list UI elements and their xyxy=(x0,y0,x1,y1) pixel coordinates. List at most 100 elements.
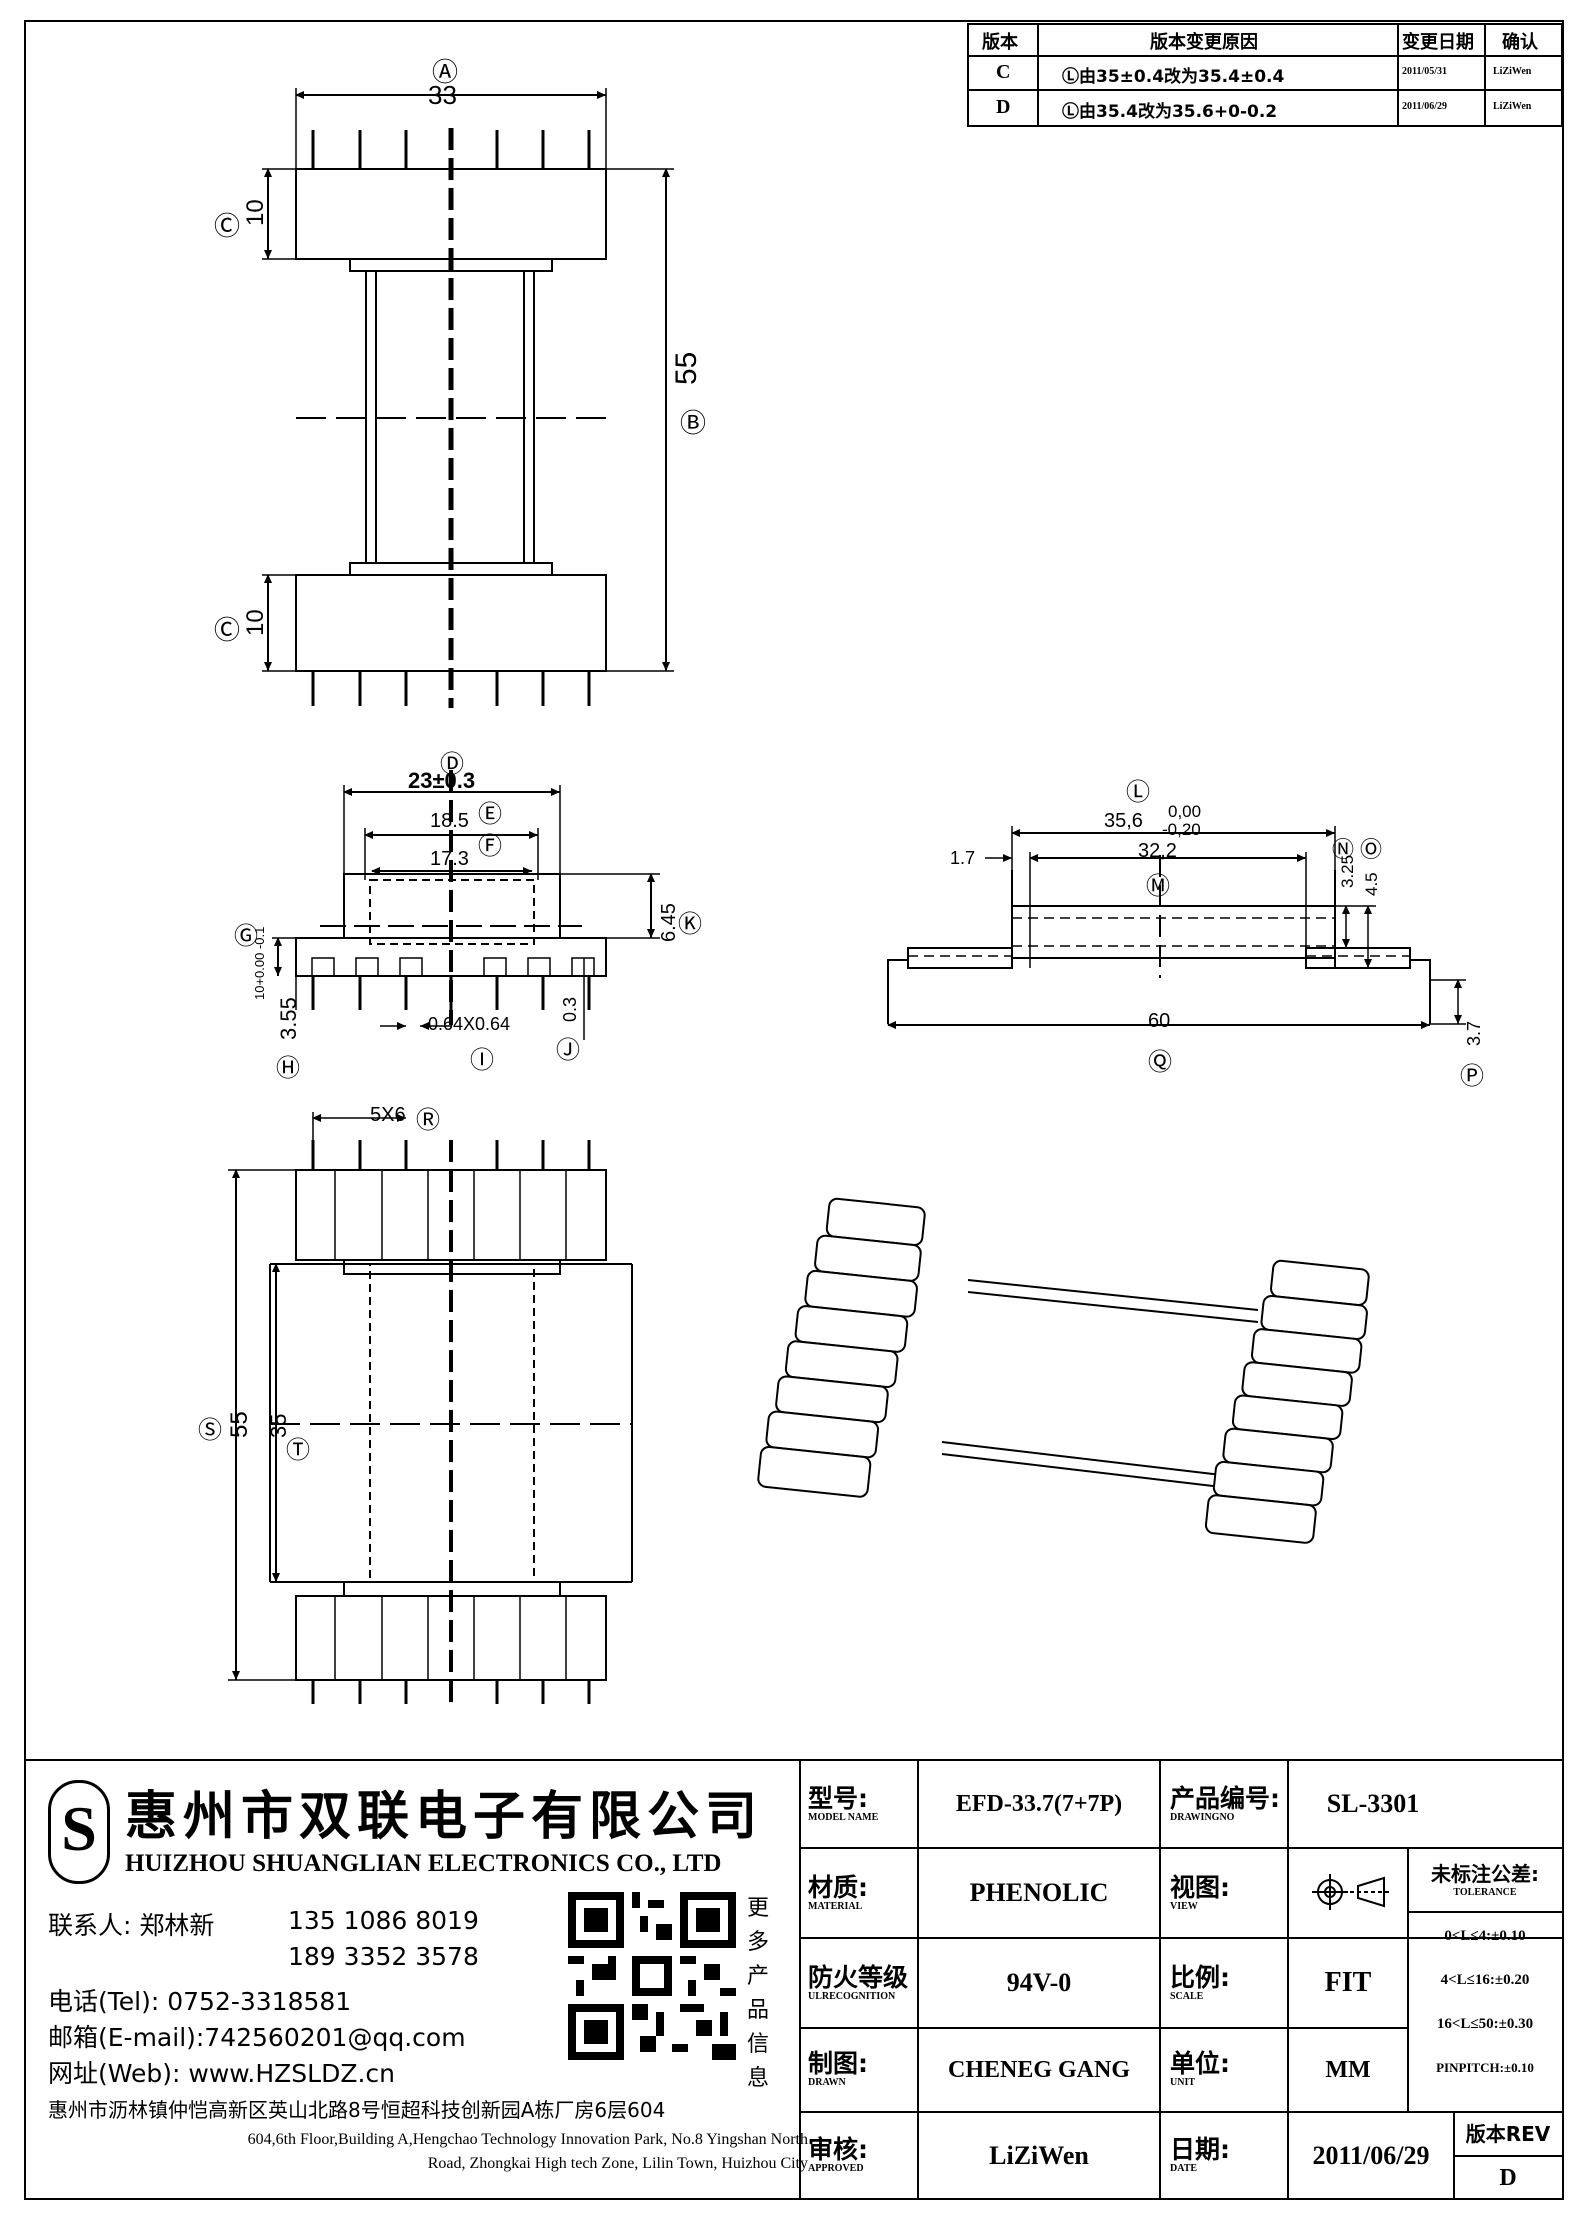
scale-value: FIT xyxy=(1324,1967,1372,1998)
dim-label: 5X6 xyxy=(370,1104,406,1126)
dim-label: 55 xyxy=(226,1411,253,1438)
dim-marker: Ⓞ xyxy=(1360,837,1383,862)
rev-label-text: 版本REV xyxy=(1465,2122,1551,2146)
dim-label: 32,2 xyxy=(1138,840,1177,862)
view-label-en: VIEW xyxy=(1170,1901,1198,1912)
qr-caption-char: 更 xyxy=(746,1896,769,1921)
dim-marker: Ⓗ xyxy=(276,1055,300,1082)
dim-label: 3.7 xyxy=(1464,1020,1484,1046)
date-label-cn: 日期: xyxy=(1170,2135,1230,2164)
isometric-view xyxy=(757,1197,1370,1544)
company-logo: S xyxy=(48,1780,110,1884)
model-label-en: MODEL NAME xyxy=(808,1812,879,1823)
date-label-en: DATE xyxy=(1170,2163,1198,2174)
approved-label-cn: 审核: xyxy=(808,2135,868,2164)
tolerance-label: 未标注公差: TOLERANCE xyxy=(1408,1850,1562,1910)
dim-label: 10 xyxy=(242,199,269,226)
unit-label-en: UNIT xyxy=(1170,2077,1196,2088)
drawno-value: SL-3301 xyxy=(1326,1789,1420,1818)
dim-marker: Ⓓ xyxy=(440,751,464,778)
model-label: 型号: MODEL NAME xyxy=(802,1766,916,1844)
rev-row-date: 2011/06/29 xyxy=(1402,101,1448,112)
rev-row-rev: D xyxy=(996,96,1011,118)
projection-symbol-icon xyxy=(1312,1874,1390,1910)
dim-marker: Ⓛ xyxy=(1126,779,1150,806)
dim-label: 1.7 xyxy=(950,848,976,868)
top-view xyxy=(262,88,674,708)
dim-marker: Ⓙ xyxy=(556,1037,580,1064)
dim-marker: Ⓚ xyxy=(678,911,702,938)
dim-marker: Ⓡ xyxy=(416,1107,440,1134)
qr-caption-char: 产 xyxy=(746,1964,769,1989)
front-view xyxy=(887,826,1466,1029)
drawing-frame xyxy=(24,20,1564,2200)
rev-header-confirm: 确认 xyxy=(1502,32,1538,53)
dim-marker: Ⓣ xyxy=(286,1437,310,1464)
material-label-cn: 材质: xyxy=(808,1873,868,1902)
dim-label: 18.5 xyxy=(430,810,469,832)
dim-marker: Ⓒ xyxy=(214,211,241,241)
rev-row-date: 2011/05/31 xyxy=(1402,66,1448,77)
fire-label: 防火等级 ULRECOGNITION xyxy=(802,1944,916,2024)
address-cn: 惠州市沥林镇仲恺高新区英山北路8号恒超科技创新园A栋厂房6层604 xyxy=(48,2098,666,2122)
dim-label: 0.3 xyxy=(560,996,580,1022)
dim-label: 35,6 xyxy=(1104,810,1143,832)
unit-value: MM xyxy=(1325,2056,1371,2083)
dim-marker: Ⓜ xyxy=(1146,873,1170,900)
scale-label-en: SCALE xyxy=(1170,1991,1204,2002)
material-value: PHENOLIC xyxy=(969,1878,1109,1907)
title-block-grid xyxy=(24,1759,1562,2200)
unit-label-cn: 单位: xyxy=(1170,2049,1230,2078)
qr-caption: 更 多 产 品 信 息 xyxy=(743,1892,773,2096)
dim-marker: Ⓐ xyxy=(432,57,459,87)
email-line: 邮箱(E-mail):742560201@qq.com xyxy=(48,2023,466,2052)
drawno-label: 产品编号: DRAWINGNO xyxy=(1164,1766,1288,1844)
dim-marker: Ⓖ xyxy=(234,923,258,950)
tel-line: 电话(Tel): 0752-3318581 xyxy=(48,1987,352,2016)
fire-label-en: ULRECOGNITION xyxy=(808,1991,896,2002)
phone-1: 135 1086 8019 xyxy=(288,1906,479,1935)
tolerance-1: 0<L≤4:±0.10 xyxy=(1444,1927,1526,1944)
address-en: 604,6th Floor,Building A,Hengchao Techno… xyxy=(48,2128,808,2176)
dim-marker: Ⓟ xyxy=(1460,1063,1484,1090)
material-label: 材质: MATERIAL xyxy=(802,1854,916,1934)
tolerance-label-en: TOLERANCE xyxy=(1453,1887,1517,1898)
dim-label: 0.64X0.64 xyxy=(428,1014,511,1034)
phone-2: 189 3352 3578 xyxy=(288,1942,479,1971)
dim-marker: Ⓔ xyxy=(478,801,502,828)
material-label-en: MATERIAL xyxy=(808,1901,863,1912)
address-en-line: 604,6th Floor,Building A,Hengchao Techno… xyxy=(247,2131,808,2148)
dim-marker: Ⓑ xyxy=(680,408,707,438)
dim-label: -0,20 xyxy=(1162,820,1201,839)
qr-caption-char: 多 xyxy=(746,1930,769,1955)
rev-row-reason: Ⓛ由35.4改为35.6+0-0.2 xyxy=(1062,102,1278,122)
drawn-label-cn: 制图: xyxy=(808,2049,868,2078)
revision-table xyxy=(967,23,1563,127)
dim-label: 4.5 xyxy=(1362,872,1381,896)
rev-row-reason: Ⓛ由35±0.4改为35.4±0.4 xyxy=(1062,67,1285,87)
dim-label: 23±0.3 xyxy=(408,768,476,793)
qr-caption-char: 信 xyxy=(746,2032,769,2057)
tolerance-3: 16<L≤50:±0.30 xyxy=(1436,2015,1534,2032)
date-value: 2011/06/29 xyxy=(1312,2141,1430,2170)
side-view xyxy=(272,770,660,1040)
qr-code-icon xyxy=(568,1892,736,2060)
dim-label: 0,00 xyxy=(1168,802,1202,821)
drawn-value: CHENEG GANG xyxy=(947,2056,1130,2083)
fire-label-cn: 防火等级 xyxy=(808,1963,909,1992)
address-en-line: Road, Zhongkai High tech Zone, Lilin Tow… xyxy=(427,2155,808,2172)
qr-caption-char: 品 xyxy=(746,1998,769,2023)
dim-marker: Ⓒ xyxy=(214,615,241,645)
contact-person: 联系人: 郑林新 xyxy=(48,1911,215,1940)
dim-marker: Ⓕ xyxy=(478,833,502,860)
dim-label: 10 xyxy=(242,609,269,636)
dim-marker: Ⓢ xyxy=(198,1417,222,1444)
rev-row-confirm: LiZiWen xyxy=(1493,66,1532,77)
drawn-label-en: DRAWN xyxy=(808,2077,846,2088)
company-name-en: HUIZHOU SHUANGLIAN ELECTRONICS CO., LTD xyxy=(125,1850,722,1877)
tolerance-2: 4<L≤16:±0.20 xyxy=(1440,1971,1530,1988)
web-line: 网址(Web): www.HZSLDZ.cn xyxy=(48,2059,396,2088)
dim-label: 3.55 xyxy=(276,997,301,1040)
rev-row-rev: C xyxy=(996,61,1011,83)
view-label: 视图: VIEW xyxy=(1164,1854,1288,1934)
